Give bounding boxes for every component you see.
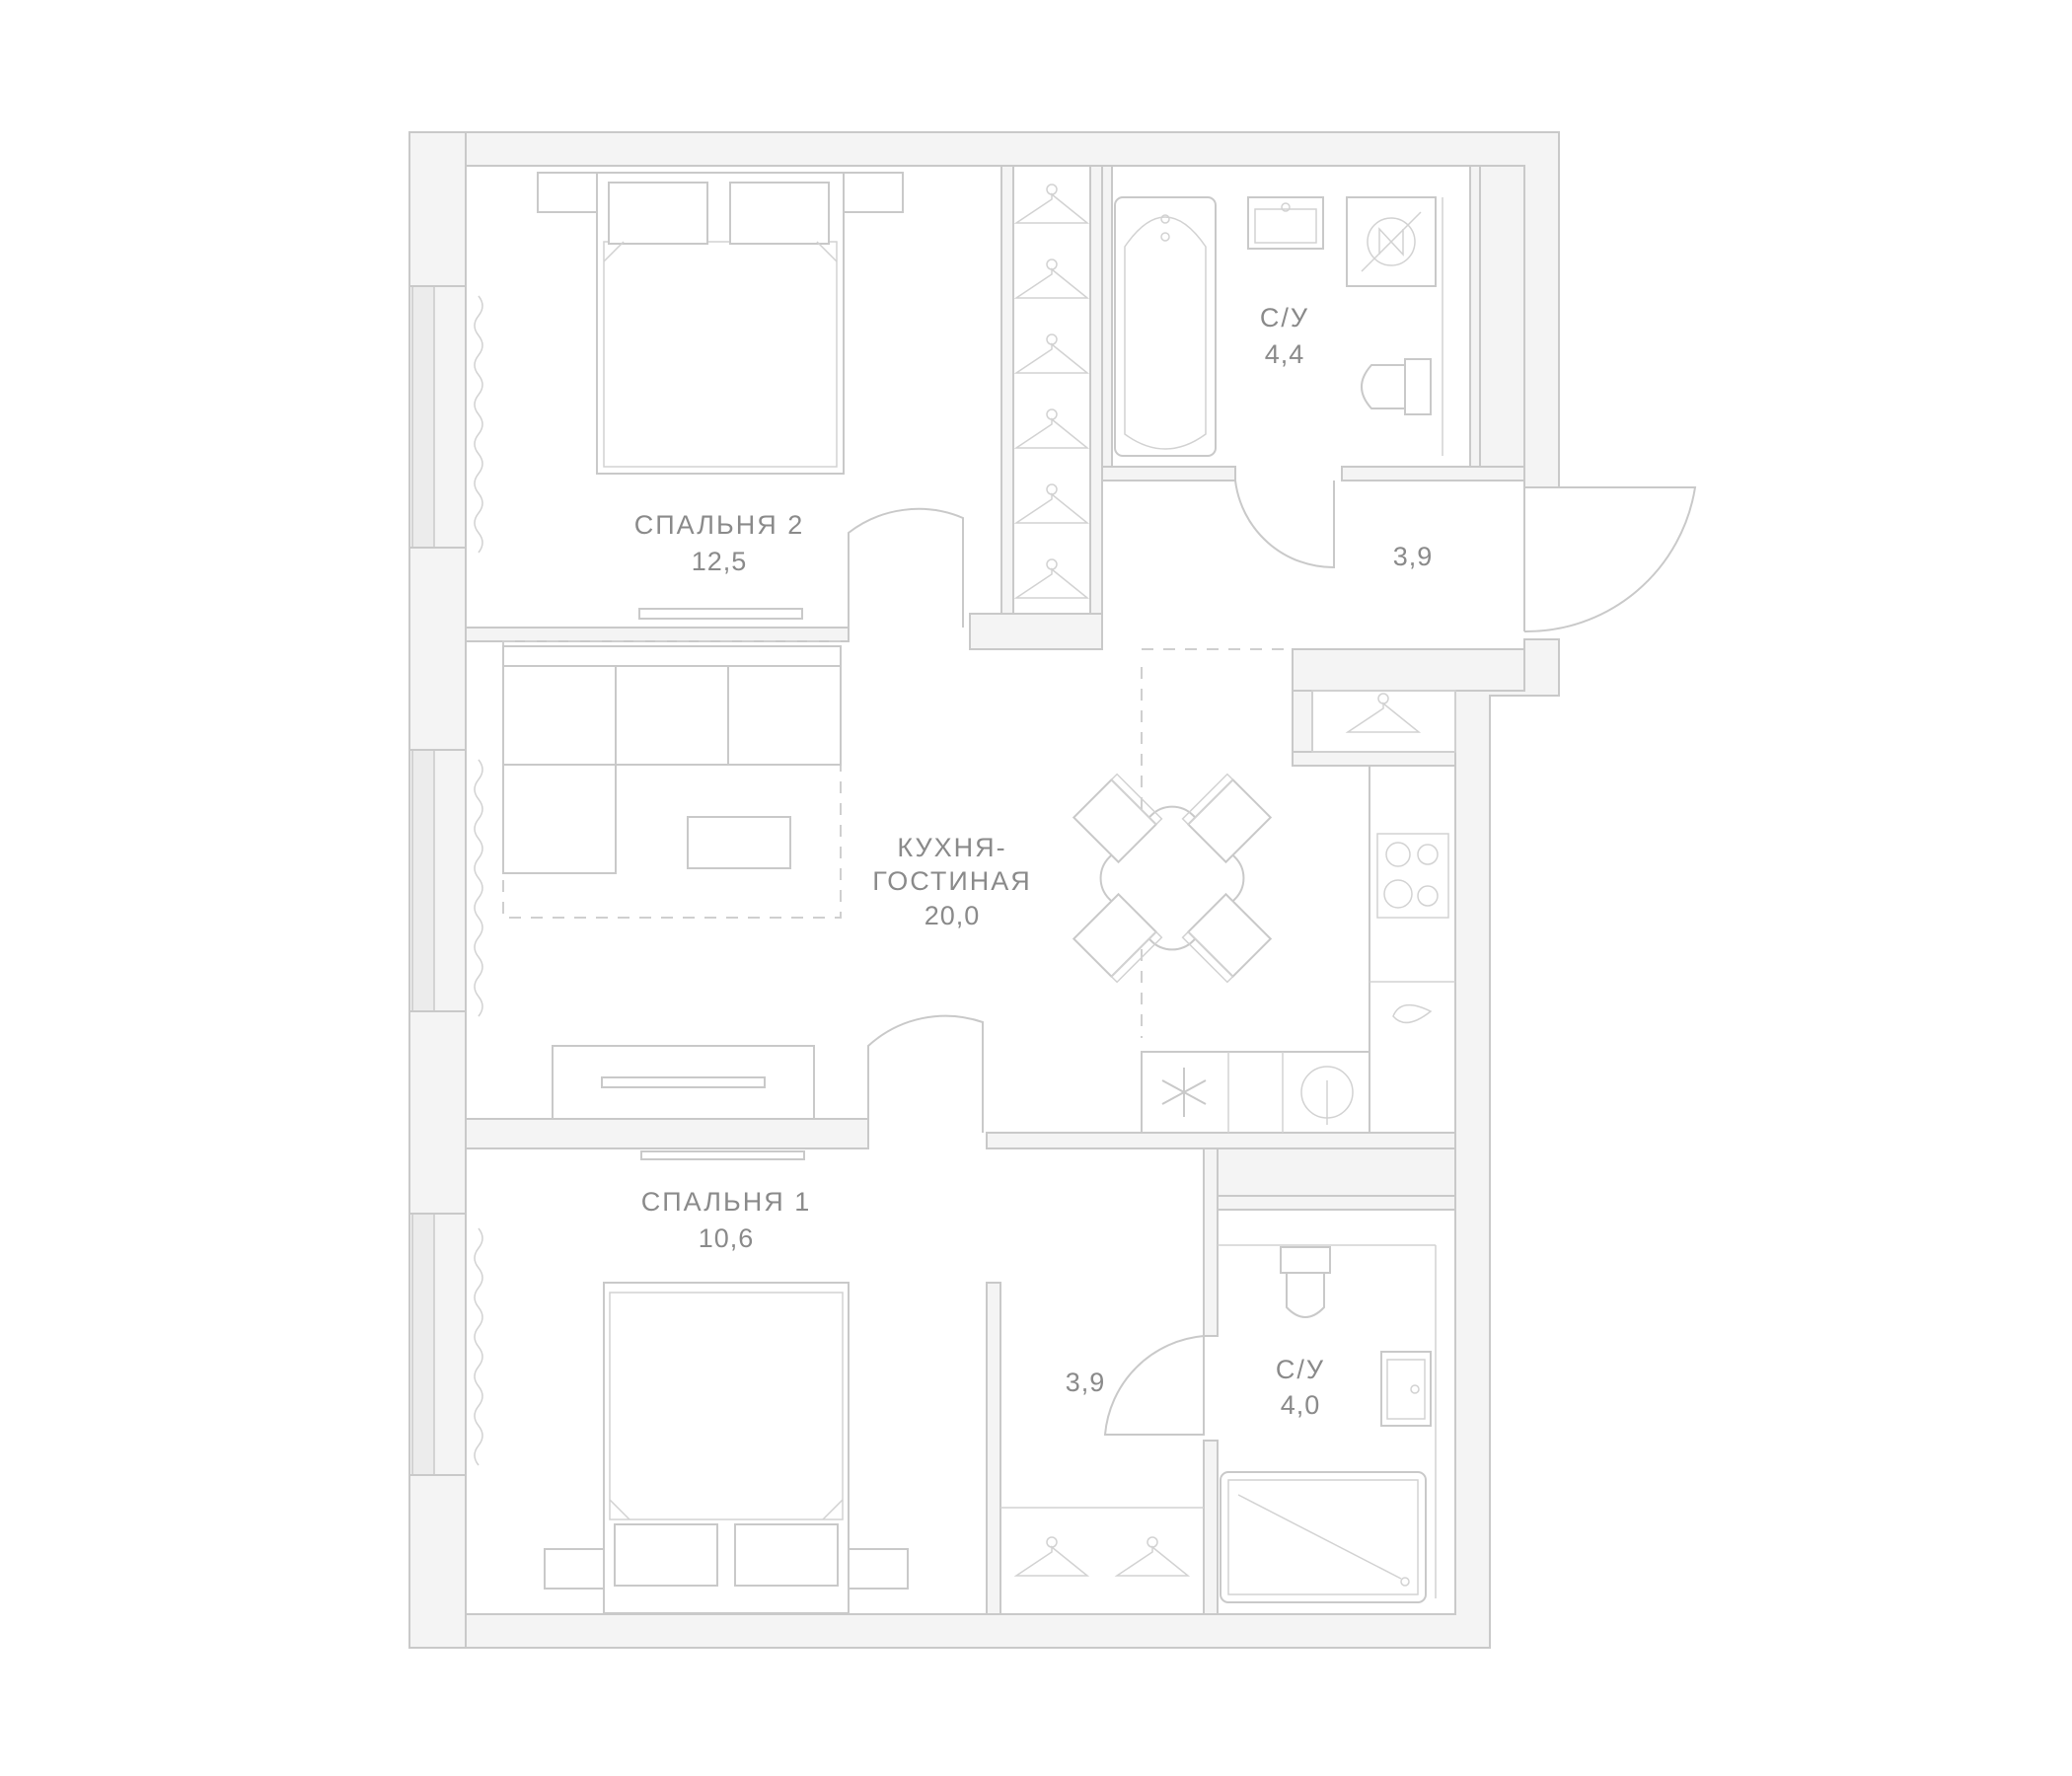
pillow: [734, 1523, 839, 1587]
kitchen-counter-bottom: [1141, 1051, 1370, 1134]
sofa-cushion: [615, 665, 729, 766]
curtain: [474, 295, 483, 554]
nightstand: [843, 172, 904, 213]
corridor-closet: [1000, 1507, 1204, 1577]
kitchen-living-name-1: КУХНЯ-: [897, 833, 1006, 862]
nightstand: [848, 1548, 909, 1590]
sofa-chaise: [502, 764, 617, 874]
sink-drop: [1392, 1003, 1433, 1024]
coffee-table: [687, 816, 791, 869]
living-furniture: [474, 640, 842, 1120]
bathroom-top-name: С/У: [1260, 303, 1309, 333]
wardrobe-hangers: [1015, 184, 1088, 599]
kitchen-counter-right: [1369, 765, 1456, 1134]
nightstand: [537, 172, 598, 213]
bedroom2-area: 12,5: [692, 547, 748, 576]
curtain: [474, 1227, 483, 1466]
bathroom-top-area: 4,4: [1265, 339, 1305, 369]
bedroom2-furniture: [474, 172, 904, 620]
bedroom1-furniture: [474, 1150, 909, 1614]
snowflake-icon: [1161, 1068, 1207, 1117]
corridor-area: 3,9: [1066, 1368, 1106, 1397]
tv: [601, 1076, 766, 1088]
toilet: [1404, 358, 1432, 415]
kitchen: [1141, 765, 1456, 1134]
dining-set: [1072, 648, 1293, 1038]
sink: [1247, 196, 1324, 250]
stove: [1376, 833, 1449, 919]
pillow: [608, 182, 708, 245]
toilet: [1280, 1246, 1331, 1274]
bathroom-bottom-name: С/У: [1276, 1355, 1325, 1384]
pillow: [729, 182, 830, 245]
bedroom1-name: СПАЛЬНЯ 1: [641, 1187, 811, 1217]
window-bedroom1: [411, 1213, 435, 1476]
tv-stand: [640, 1150, 805, 1160]
bathroom-top-fixtures: [1114, 196, 1443, 457]
curtain: [474, 759, 483, 1017]
hall-area: 3,9: [1393, 542, 1434, 571]
pillow: [614, 1523, 718, 1587]
outer-walls: [408, 131, 1560, 1649]
sofa-back: [502, 645, 842, 667]
bedroom2-name: СПАЛЬНЯ 2: [634, 510, 804, 540]
window-living: [411, 749, 435, 1012]
sink: [1380, 1351, 1432, 1427]
room-labels: СПАЛЬНЯ 2 12,5 С/У 4,4 3,9 КУХНЯ- ГОСТИН…: [634, 303, 1434, 1420]
bathtub: [1114, 196, 1217, 457]
bedroom1-area: 10,6: [699, 1223, 755, 1253]
shower-tray: [1220, 1471, 1427, 1603]
bathroom-bottom-area: 4,0: [1281, 1390, 1321, 1420]
doors: [848, 480, 1697, 1436]
tv-stand: [638, 608, 803, 620]
bathroom-bottom-fixtures: [1218, 1244, 1437, 1603]
interior-walls: [465, 165, 1525, 1615]
nightstand: [544, 1548, 605, 1590]
entrance-closet: [1311, 690, 1456, 753]
kitchen-living-name-2: ГОСТИНАЯ: [872, 866, 1032, 896]
sofa-cushion: [502, 665, 617, 766]
kitchen-living-area: 20,0: [925, 901, 981, 930]
window-bedroom2: [411, 285, 435, 549]
sofa-cushion: [727, 665, 842, 766]
